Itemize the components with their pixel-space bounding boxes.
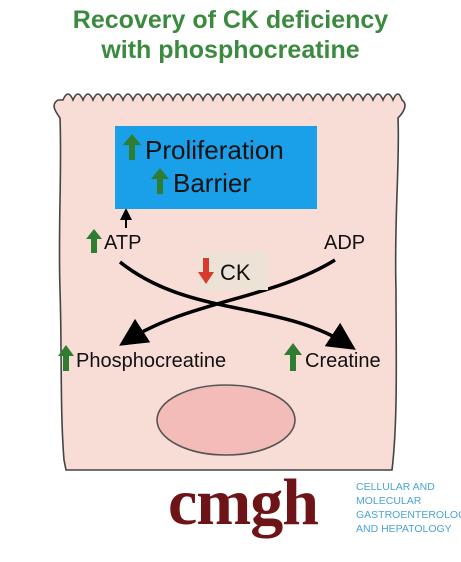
creatine-label: Creatine bbox=[305, 350, 381, 372]
proliferation-up-arrow-icon bbox=[123, 134, 141, 160]
title-line-1: Recovery of CK deficiency bbox=[72, 6, 389, 34]
ck-down-arrow-icon bbox=[198, 258, 214, 284]
title-line-2: with phosphocreatine bbox=[101, 36, 360, 64]
adp-to-atp-arrow bbox=[119, 258, 336, 346]
outcome-box: Proliferation Barrier bbox=[115, 126, 317, 209]
proliferation-label: Proliferation bbox=[145, 135, 284, 165]
phosphocreatine-up-arrow-icon bbox=[58, 345, 74, 371]
phosphocreatine-to-creatine-arrow bbox=[118, 260, 356, 350]
nucleus bbox=[156, 384, 296, 456]
barrier-label: Barrier bbox=[173, 168, 252, 198]
ck-label: CK bbox=[220, 260, 251, 285]
logo-sub-line-3: GASTROENTEROLOGY bbox=[356, 509, 461, 521]
atp-label: ATP bbox=[104, 232, 142, 254]
logo-wordmark: cmgh bbox=[168, 466, 319, 539]
ck-box: CK bbox=[198, 252, 268, 290]
atp-up-arrow-icon bbox=[86, 229, 102, 253]
logo-sub-line-2: MOLECULAR bbox=[356, 495, 422, 507]
logo-sub-line-1: CELLULAR AND bbox=[356, 481, 435, 493]
adp-label: ADP bbox=[324, 232, 366, 254]
logo-sub-line-4: AND HEPATOLOGY bbox=[356, 523, 452, 535]
barrier-up-arrow-icon bbox=[151, 168, 169, 194]
creatine-up-arrow-icon bbox=[284, 343, 302, 371]
phosphocreatine-label: Phosphocreatine bbox=[76, 350, 227, 372]
